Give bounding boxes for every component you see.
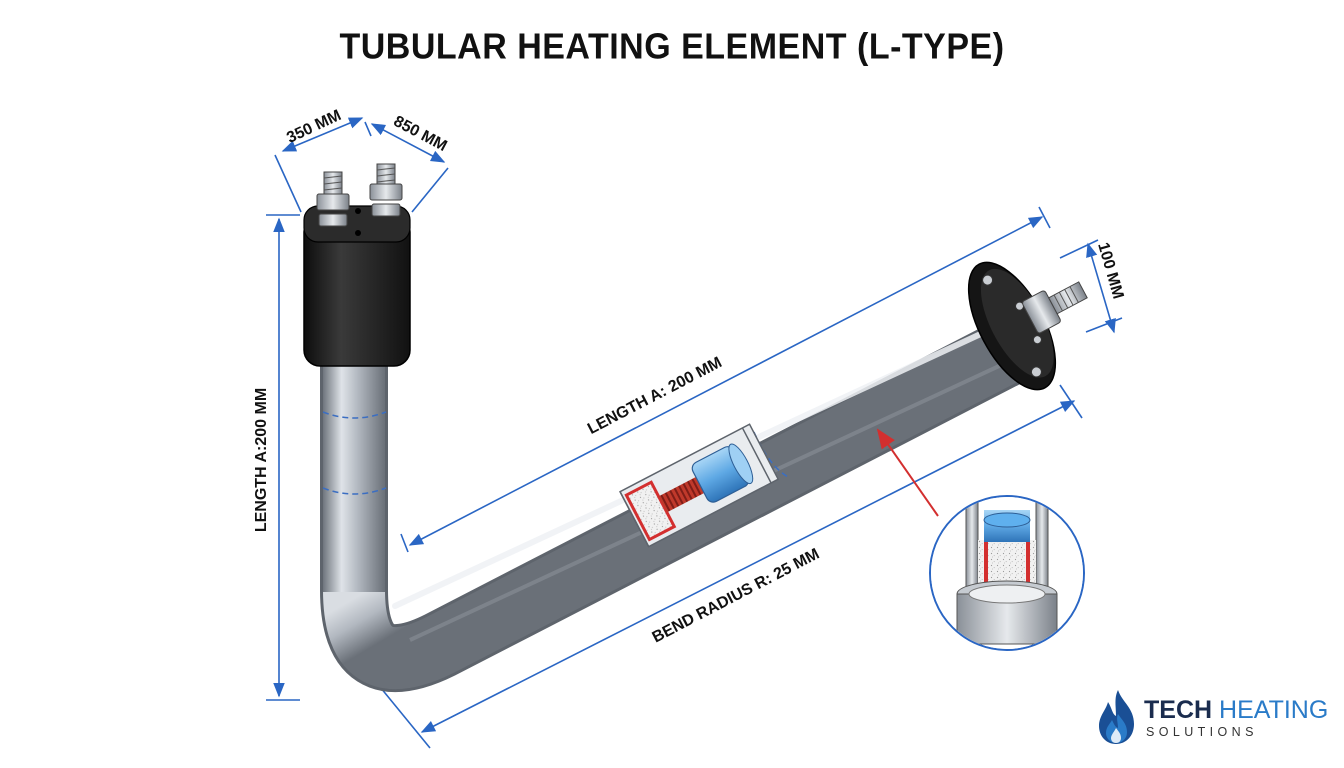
terminal-block [303, 205, 411, 367]
detail-pointer-arrow [876, 428, 939, 517]
logo-subtitle: SOLUTIONS [1146, 725, 1258, 739]
terminal-studs [316, 163, 403, 227]
magnified-detail [929, 495, 1085, 651]
logo-brand: TECH [1144, 696, 1213, 724]
dimension-label-flange: 100 MM [1094, 241, 1126, 301]
dimension-lines [266, 117, 1123, 749]
dimension-label-horizontal-length: LENGTH A: 200 MM [585, 354, 725, 438]
logo-word: HEATING [1219, 696, 1329, 724]
heating-tube [320, 319, 1028, 693]
company-logo: TECH HEATING SOLUTIONS [1096, 688, 1332, 748]
flame-icon [1099, 690, 1134, 744]
section-marks [322, 411, 791, 495]
dimension-label-width-left: 350 MM [284, 107, 344, 147]
cutaway-section [619, 423, 780, 548]
page-title: TUBULAR HEATING ELEMENT (L-TYPE) [339, 27, 1005, 67]
end-flange [967, 261, 1088, 391]
dimension-label-vertical-length: LENGTH A:200 MM [253, 388, 270, 532]
